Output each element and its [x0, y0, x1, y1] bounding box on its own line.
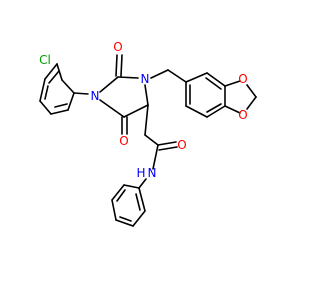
- bond: [135, 193, 141, 211]
- bond: [185, 72, 208, 83]
- bond: [144, 84, 149, 106]
- bond: [206, 103, 222, 113]
- bond: [152, 144, 159, 170]
- bond: [119, 216, 132, 222]
- bond: [115, 54, 118, 77]
- oxygen-label: O: [238, 72, 247, 86]
- bond: [39, 78, 46, 102]
- bond: [67, 92, 75, 111]
- bond: [205, 77, 222, 90]
- oxygen-label: O: [113, 40, 122, 54]
- bond: [120, 54, 123, 77]
- bond: [111, 199, 117, 221]
- oxygen-label: O: [119, 134, 128, 148]
- nitrogen-label: N: [91, 89, 100, 103]
- bond: [157, 141, 177, 146]
- bond: [56, 63, 63, 81]
- bond: [50, 109, 69, 115]
- bond: [246, 96, 257, 110]
- bond: [185, 105, 208, 118]
- bond: [224, 80, 241, 87]
- bond: [61, 79, 75, 94]
- bond: [111, 184, 125, 201]
- bond: [206, 105, 226, 118]
- bond: [144, 134, 159, 146]
- bond: [48, 70, 60, 84]
- bond: [138, 178, 147, 189]
- bond: [123, 184, 140, 189]
- bond: [117, 76, 139, 79]
- bond: [116, 189, 126, 202]
- bond: [224, 105, 241, 114]
- bond: [246, 84, 257, 98]
- bond: [44, 85, 49, 100]
- nitrogen-label: N: [141, 72, 150, 86]
- nitrogen-label: N: [148, 166, 157, 180]
- atom-labels: Cl O N N O O O O N H: [39, 40, 248, 180]
- bond: [167, 69, 187, 83]
- bond: [144, 104, 149, 136]
- bond: [150, 69, 169, 79]
- hydrogen-label: H: [136, 166, 145, 180]
- oxygen-label: O: [238, 108, 247, 122]
- bond: [123, 104, 149, 118]
- bond: [44, 63, 58, 80]
- bond: [138, 187, 146, 212]
- chlorine-label: Cl: [39, 53, 51, 67]
- bond: [39, 100, 52, 115]
- bond: [158, 146, 178, 151]
- bond: [73, 92, 89, 95]
- bond: [132, 210, 146, 227]
- bonds: [39, 54, 257, 227]
- bond: [99, 99, 125, 118]
- chemical-structure: Cl O N N O O O O N H: [39, 40, 257, 227]
- oxygen-label: O: [177, 138, 186, 152]
- bond: [99, 76, 119, 93]
- bond: [206, 72, 226, 87]
- bond: [54, 103, 68, 108]
- bond: [115, 219, 134, 227]
